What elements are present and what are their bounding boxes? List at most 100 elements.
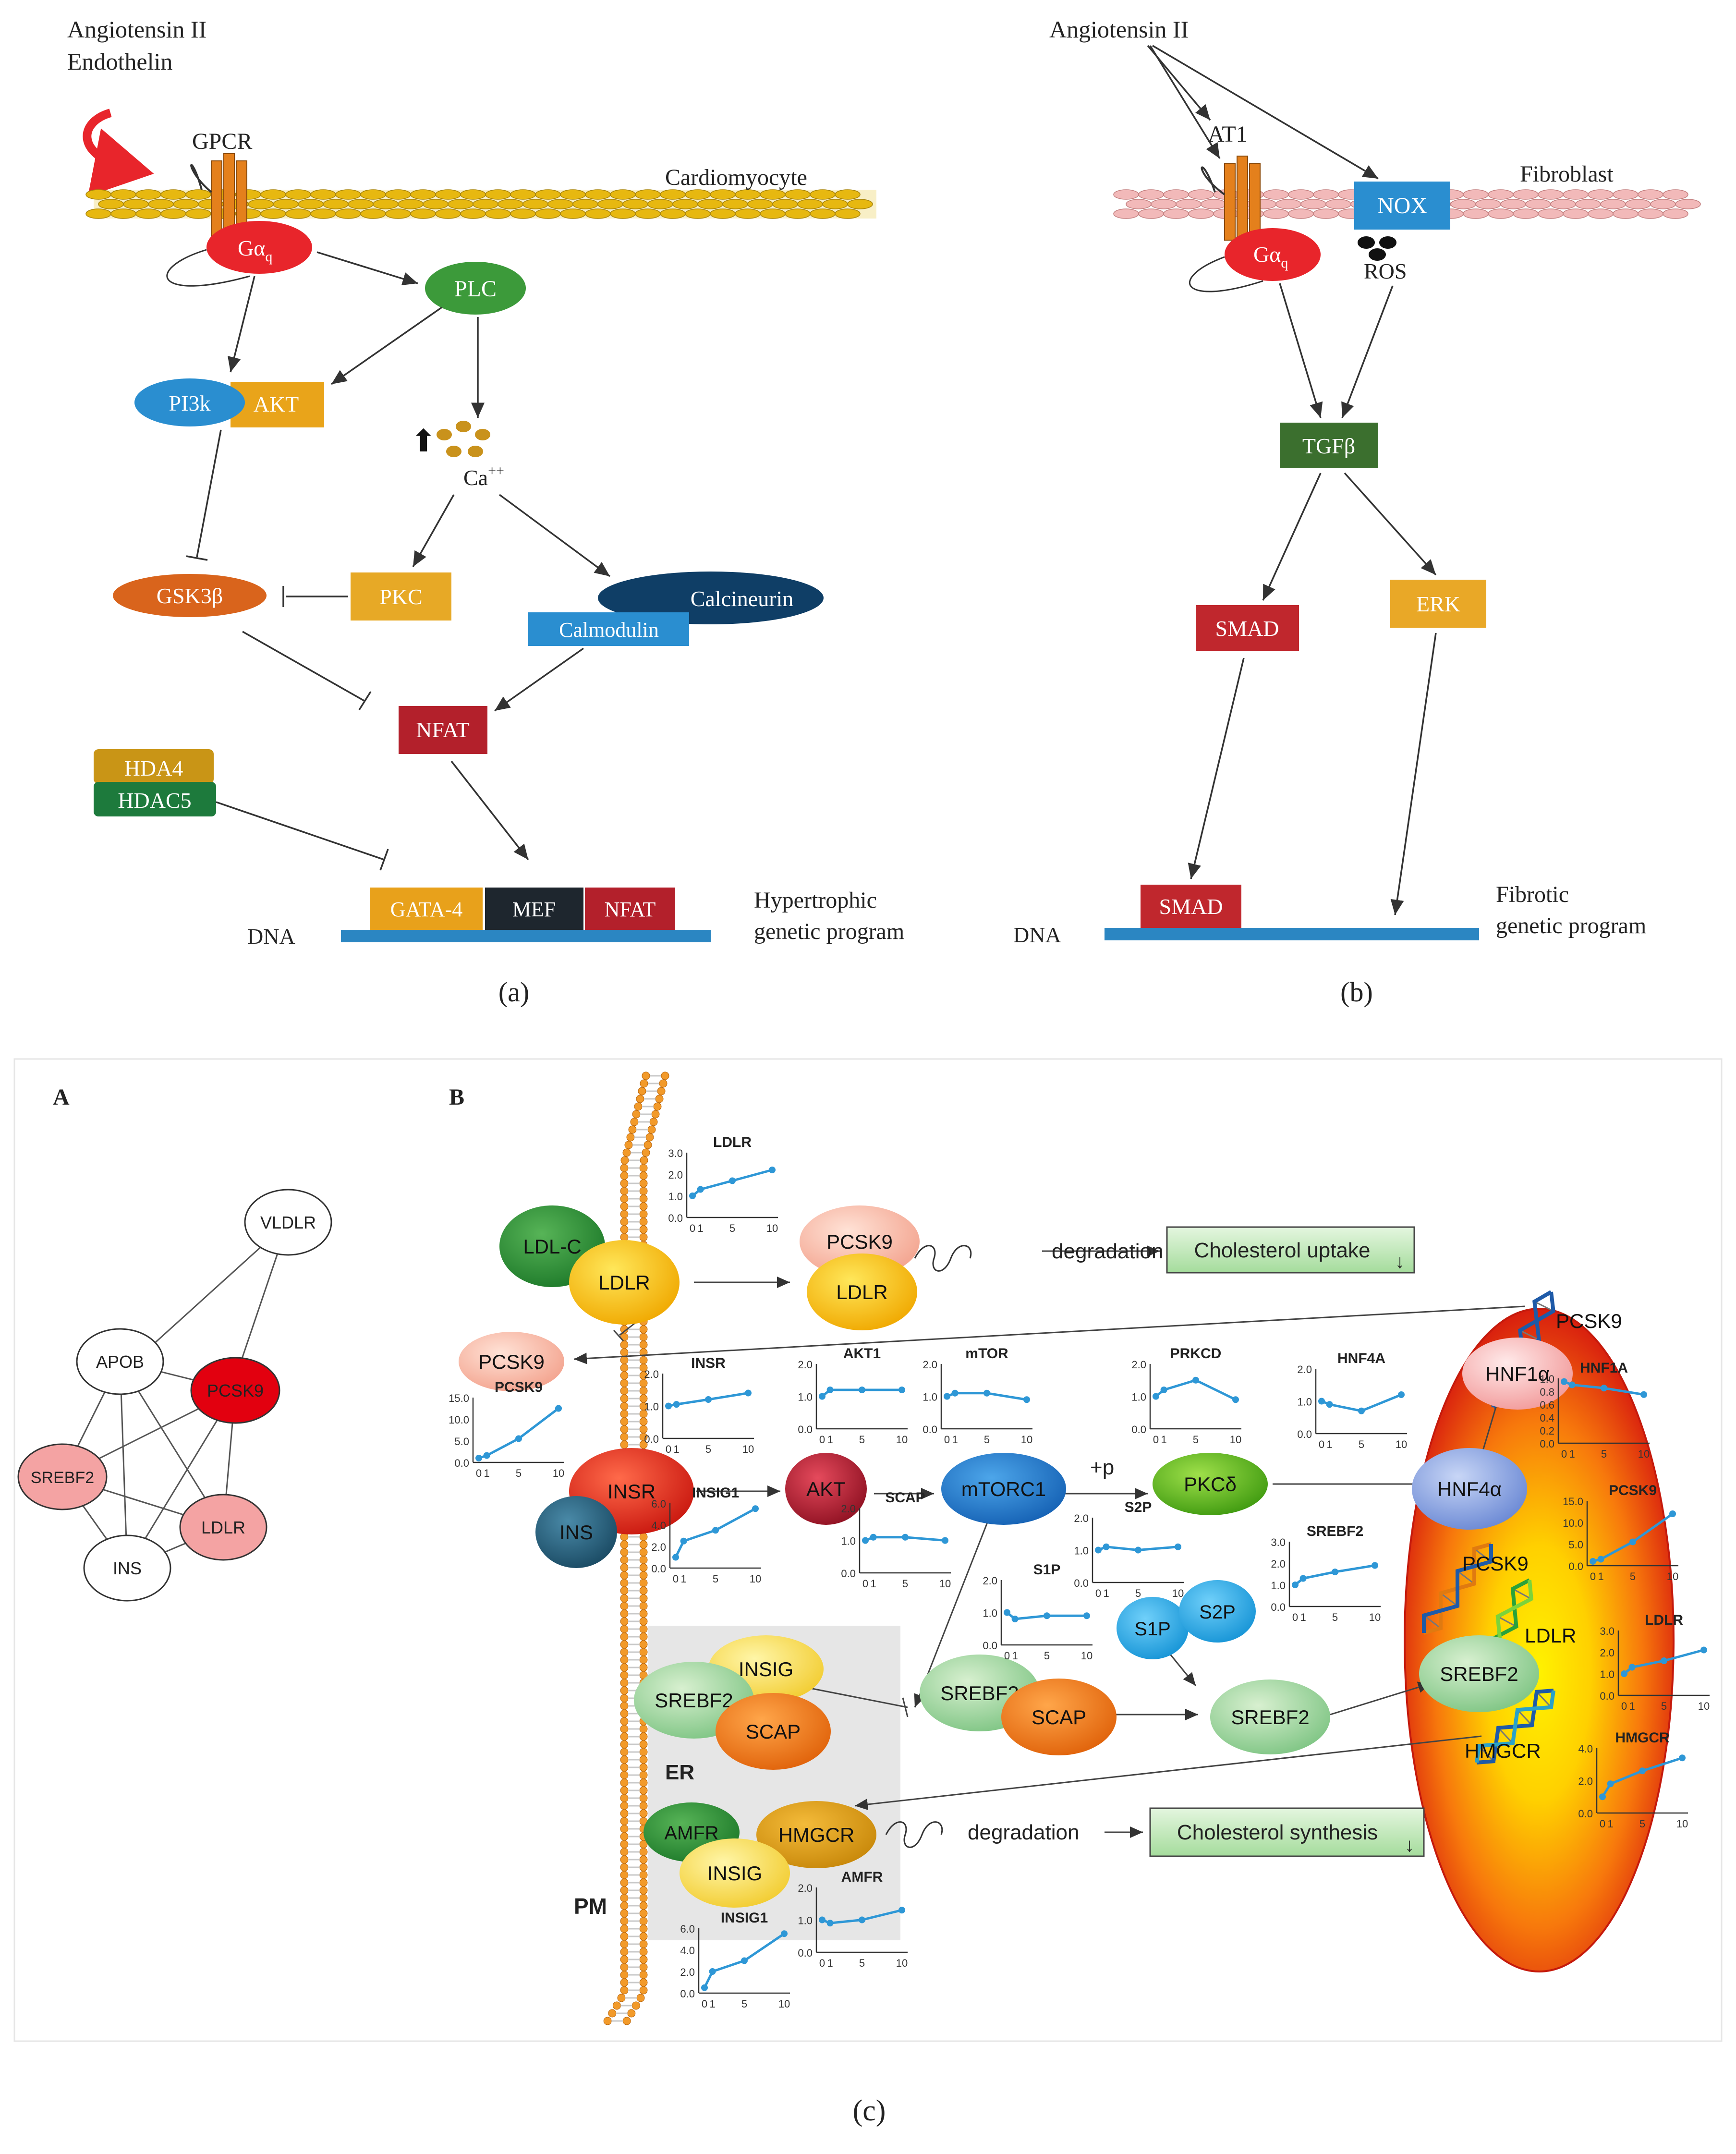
mini-chart-y-tick: 2.0 [680, 1966, 695, 1978]
mini-chart-point [483, 1452, 490, 1459]
network-node-apob [76, 1328, 164, 1395]
mini-chart-title: AKT1 [843, 1346, 881, 1362]
panel-b-arrows [1147, 45, 1437, 915]
mini-chart-x-tick: 1 [1607, 1818, 1613, 1830]
program-label-a2: genetic program [754, 919, 904, 944]
mini-chart-x-tick: 1 [952, 1434, 958, 1446]
mini-chart-y-tick: 2.0 [798, 1882, 813, 1894]
mini-chart-point [1192, 1376, 1199, 1384]
mini-chart-x-tick: 10 [1638, 1448, 1650, 1460]
mini-chart-x-tick: 5 [1661, 1700, 1667, 1712]
mini-chart-title: PRKCD [1170, 1346, 1222, 1362]
mini-chart-point [769, 1167, 776, 1173]
pi3k-label: PI3k [169, 391, 211, 415]
mini-chart-x-tick: 5 [1135, 1587, 1141, 1599]
mini-chart-x-tick: 1 [709, 1998, 715, 2010]
panel-c: A B VLDLR APOB PCSK9 [13, 1058, 1723, 2127]
mini-chart-point [1011, 1616, 1019, 1622]
mini-chart-title: S1P [1033, 1562, 1061, 1578]
mini-chart-title: S2P [1125, 1499, 1152, 1515]
mini-chart-series-line [1564, 1380, 1644, 1396]
mini-chart-y-tick: 2.0 [651, 1541, 666, 1553]
mini-chart-series-line [478, 1407, 559, 1460]
akt-c-label: AKT [806, 1478, 846, 1500]
mini-chart-y-tick: 0.0 [1297, 1428, 1312, 1440]
mini-chart-title: HMGCR [1615, 1730, 1670, 1746]
panel-c-caption: (c) [853, 2094, 886, 2127]
mini-chart-y-tick: 1.0 [1540, 1373, 1554, 1385]
gaq-label: Gαq [238, 236, 272, 265]
hdac5-node [94, 782, 216, 816]
mini-chart-x-tick: 1 [1326, 1438, 1332, 1450]
mini-chart-y-tick: 2.0 [841, 1503, 856, 1515]
cardiomyocyte-membrane [85, 189, 876, 219]
mini-chart-series-line [822, 1909, 902, 1924]
mini-chart-x-tick: 1 [1161, 1434, 1166, 1446]
cholesterol-synthesis-label: Cholesterol synthesis [1177, 1821, 1378, 1844]
mini-chart-y-tick: 1.0 [798, 1915, 813, 1927]
degradation-label-1: degradation [1052, 1240, 1163, 1263]
srebf2-nuclear-label: SREBF2 [1440, 1663, 1518, 1685]
calcineurin-node [598, 572, 824, 624]
gaq-b-loop [1189, 256, 1263, 292]
mini-chart-x-tick: 0 [1095, 1587, 1101, 1599]
mini-chart-x-tick: 1 [1569, 1448, 1575, 1460]
degradation-squiggle-1 [914, 1245, 972, 1272]
mini-chart-x-tick: 5 [1639, 1818, 1645, 1830]
hda4-label: HDA4 [124, 756, 183, 780]
mini-chart-series-line [692, 1168, 773, 1197]
mini-chart-point [819, 1916, 826, 1923]
mini-chart-y-tick: 1.0 [1131, 1391, 1146, 1403]
dna-strand-a [341, 930, 711, 942]
mini-chart-x-tick: 0 [944, 1434, 950, 1446]
mini-chart-series-line [865, 1536, 946, 1542]
mini-chart-x-tick: 10 [1369, 1611, 1381, 1623]
mini-chart-point [1372, 1562, 1378, 1569]
pkcd-node [1153, 1453, 1268, 1515]
mini-chart-point [1398, 1391, 1405, 1398]
insr-label: INSR [607, 1480, 656, 1503]
hnf1a-node [1462, 1338, 1573, 1410]
mini-chart-point [1175, 1543, 1181, 1550]
gpcr-receptor-icon [211, 153, 247, 238]
mini-chart-y-tick: 1.0 [1600, 1668, 1615, 1680]
ligand-angiotensin-b-label: Angiotensin II [1049, 16, 1189, 43]
pi3k-node [134, 378, 245, 426]
mini-chart-y-tick: 6.0 [680, 1923, 695, 1935]
pcsk9-complex-label: PCSK9 [826, 1230, 893, 1253]
network-label-srebf2: SREBF2 [31, 1469, 94, 1487]
ros-label: ROS [1364, 259, 1407, 283]
mini-chart-title: INSR [691, 1355, 726, 1371]
mini-chart-x-tick: 5 [1193, 1434, 1199, 1446]
amfr-label: AMFR [664, 1823, 718, 1844]
network-node-ins [83, 1534, 171, 1602]
degradation-squiggle-2 [885, 1821, 943, 1848]
mini-chart-point [1299, 1575, 1307, 1582]
mini-chart-x-tick: 10 [896, 1957, 908, 1969]
gata4-node [370, 888, 483, 930]
pcsk9-gene-label: PCSK9 [1556, 1310, 1622, 1332]
mini-chart-x-tick: 10 [1698, 1700, 1710, 1712]
mini-chart-point [1661, 1657, 1667, 1664]
mini-chart-point [1160, 1387, 1167, 1393]
mini-chart-y-tick: 2.0 [1578, 1776, 1593, 1788]
network-node-vldlr [244, 1189, 332, 1256]
mini-chart-x-tick: 0 [690, 1222, 695, 1234]
mini-chart-point [1599, 1793, 1606, 1801]
mini-chart-x-tick: 0 [1004, 1650, 1010, 1662]
mini-chart-y-tick: 1.0 [841, 1535, 856, 1547]
mini-chart-y-tick: 0.0 [983, 1640, 997, 1652]
mini-chart-x-tick: 1 [673, 1443, 679, 1455]
gaq-b-label: Gαq [1253, 242, 1288, 271]
mini-chart-x-tick: 5 [705, 1443, 711, 1455]
panel-b: Angiotensin II Fibroblast AT1 NOX ROS Gα… [1013, 16, 1701, 1008]
scap-er-node [716, 1693, 831, 1770]
akt-c-node [785, 1453, 867, 1525]
insig-er-label: INSIG [739, 1658, 793, 1680]
mini-chart-y-tick: 2.0 [1074, 1512, 1089, 1524]
